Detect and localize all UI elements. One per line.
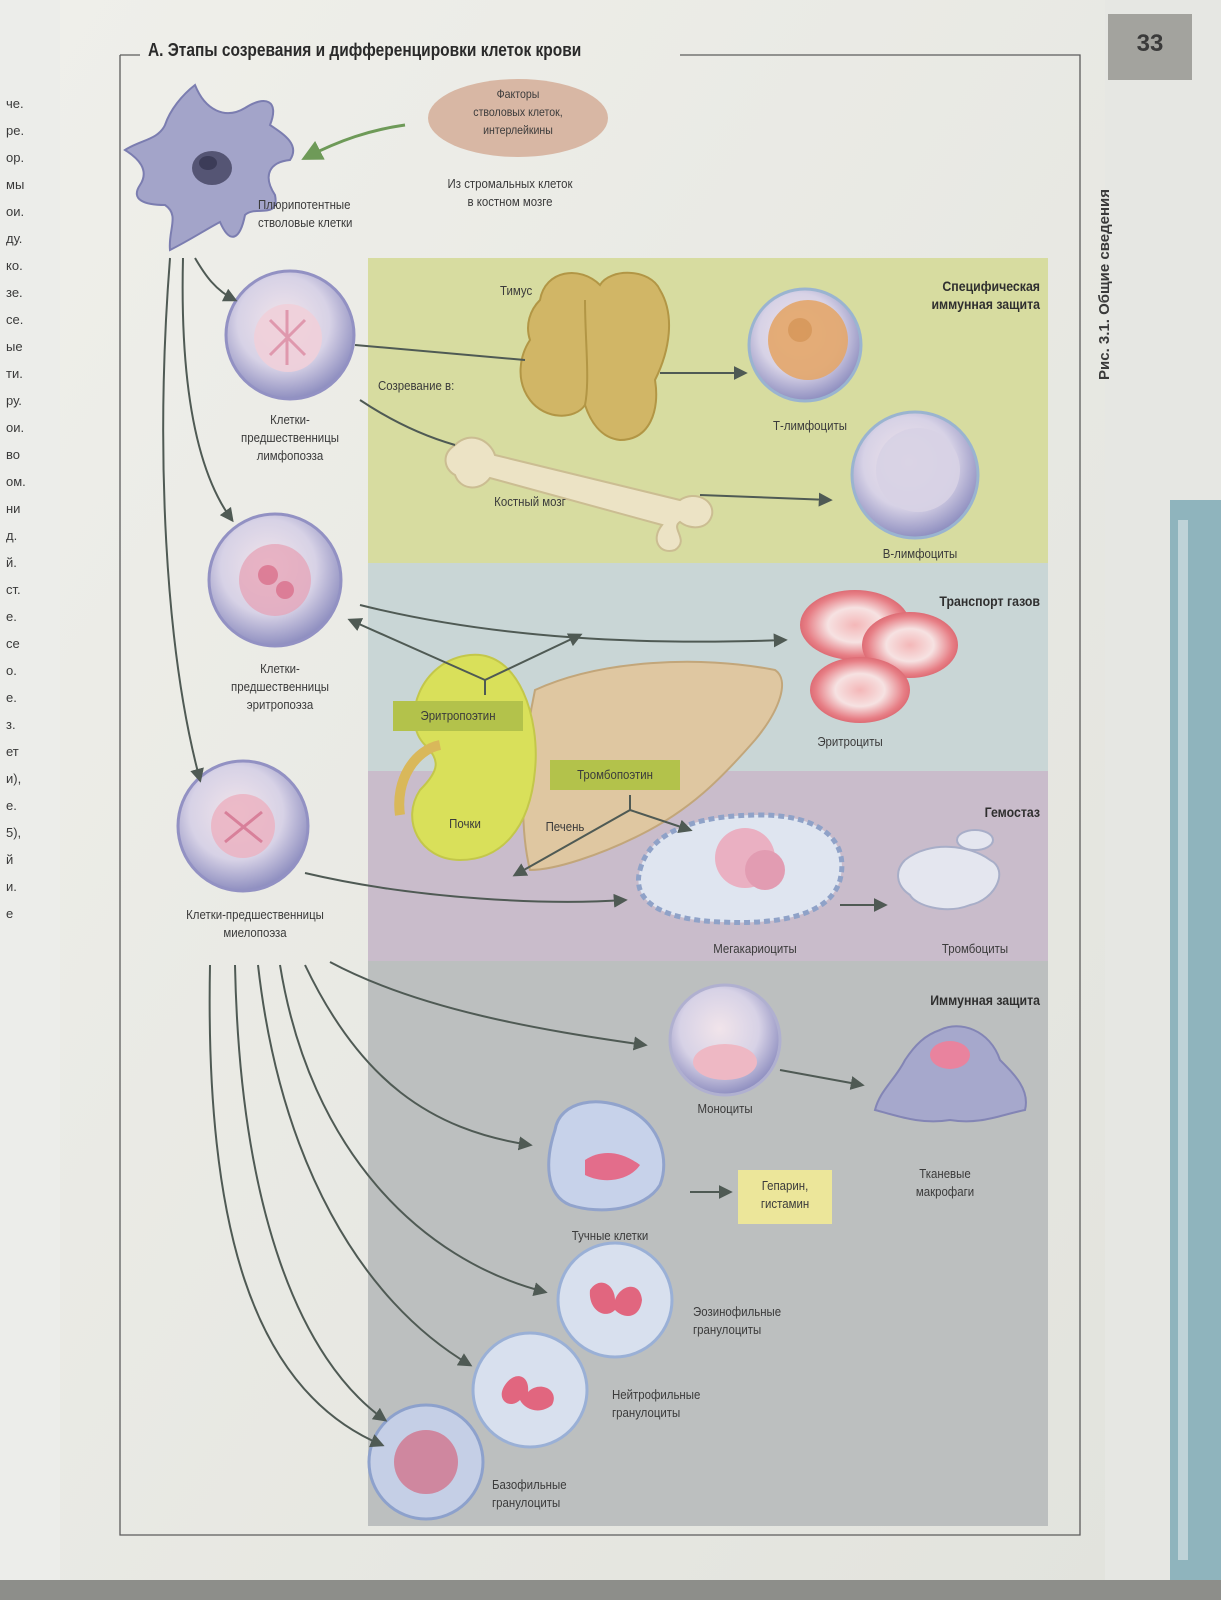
factors-oval [428, 79, 608, 157]
margin-fragment: е. [6, 609, 17, 624]
t-lymphocyte-cell [747, 287, 863, 403]
factors-label: Факторы стволовых клеток, интерлейкины [473, 87, 563, 137]
erythrocytes-label: Эритроциты [817, 734, 883, 749]
stromal-source-label: Из стромальных клеток в костном мозге [447, 176, 573, 209]
erythropoietin-label: Эритропоэтин [420, 708, 496, 723]
margin-fragment: зе. [6, 285, 23, 300]
kidneys-label: Почки [449, 816, 481, 831]
erythrocytes-cells [800, 590, 958, 723]
thrombocytes [897, 829, 1001, 911]
margin-fragment: ом. [6, 474, 26, 489]
margin-fragment: мы [6, 177, 25, 192]
margin-fragment: ет [6, 744, 19, 759]
margin-fragment: е. [6, 690, 17, 705]
margin-fragment: й. [6, 555, 17, 570]
margin-fragment: ые [6, 339, 23, 354]
margin-fragment: ре. [6, 123, 25, 138]
section-gas-transport: Транспорт газов [939, 593, 1040, 609]
margin-fragment: ст. [6, 582, 21, 597]
heparin-label: Гепарин, гистамин [760, 1178, 810, 1211]
neutrophils-label: Нейтрофильные гранулоциты [612, 1387, 701, 1420]
monocytes-label: Моноциты [697, 1101, 753, 1116]
maturation-label: Созревание в: [378, 378, 455, 393]
eosinophil-cell [556, 1241, 674, 1359]
page-number: 33 [1108, 14, 1192, 80]
margin-fragment: се [6, 636, 20, 651]
margin-fragment: ти. [6, 366, 23, 381]
section-immune-defense: Иммунная защита [930, 992, 1040, 1008]
pluripotent-label: Плюрипотентные стволовые клетки [258, 197, 353, 230]
erythropoiesis-precursor-cell [207, 512, 343, 648]
margin-fragment: 5), [6, 825, 22, 840]
left-margin-paper [0, 0, 60, 1600]
monocyte-cell [668, 983, 782, 1097]
margin-fragment: ои. [6, 204, 25, 219]
margin-fragment: е. [6, 798, 17, 813]
bone [444, 436, 714, 552]
figure-caption-side: Рис. 3.1. Общие сведения [1096, 188, 1113, 380]
thrombocytes-label: Тромбоциты [941, 941, 1009, 956]
stem-cell [123, 83, 295, 252]
erythropoietin-box [393, 701, 523, 731]
section-hemostasis: Гемостаз [984, 804, 1040, 820]
macrophage-cell [873, 1025, 1027, 1123]
margin-fragment: ор. [6, 150, 25, 165]
thrombopoietin-box [550, 760, 680, 790]
margin-fragment: во [6, 447, 20, 462]
lymphopoiesis-precursor-cell [224, 269, 356, 401]
basophil-cell [367, 1403, 485, 1521]
b-lymphocyte-cell [850, 410, 980, 540]
basophils-label: Базофильные гранулоциты [492, 1477, 567, 1510]
margin-fragment: се. [6, 312, 24, 327]
myelopoiesis-precursor-cell [176, 759, 310, 893]
thrombopoietin-label: Тромбопоэтин [577, 767, 653, 782]
b-lymphocytes-label: В-лимфоциты [882, 546, 958, 561]
mast-cell [547, 1100, 666, 1212]
erythropoiesis-precursor-label: Клетки- предшественницы эритропоэза [231, 661, 329, 712]
t-lymphocytes-label: Т-лимфоциты [773, 418, 847, 433]
heparin-box [738, 1170, 832, 1224]
eosinophils-label: Эозинофильные гранулоциты [693, 1304, 782, 1337]
margin-fragment: и. [6, 879, 17, 894]
margin-fragment: ни [6, 501, 21, 516]
arrows [162, 257, 888, 1448]
margin-fragment: и), [6, 771, 22, 786]
thymus-label: Тимус [500, 283, 533, 298]
margin-fragment: ко. [6, 258, 23, 273]
margin-fragment: ду. [6, 231, 23, 246]
megakaryocytes-label: Мегакариоциты [713, 941, 797, 956]
liver-label: Печень [545, 819, 585, 834]
margin-fragment: е [6, 906, 14, 921]
margin-fragment: че. [6, 96, 24, 111]
margin-fragment: з. [6, 717, 16, 732]
margin-fragment: о. [6, 663, 17, 678]
margin-fragment: ои. [6, 420, 25, 435]
figure-frame [119, 54, 1081, 1536]
margin-fragment: д. [6, 528, 18, 543]
macrophages-label: Тканевые макрофаги [915, 1166, 975, 1199]
bone-marrow-label: Костный мозг [494, 494, 566, 509]
thymus [519, 271, 671, 442]
margin-fragment: й [6, 852, 14, 867]
lymphopoiesis-precursor-label: Клетки- предшественницы лимфопоэза [241, 412, 339, 463]
megakaryocyte-cell [636, 812, 845, 925]
factor-arrow [301, 123, 406, 160]
left-page-fragments: че. ре. ор. мы ои. ду. ко. зе. се. ые ти. ру. ои. во о… [0, 90, 60, 927]
page-edge [1170, 500, 1221, 1600]
figure-title: А. Этапы созревания и дифференцировки кл… [148, 40, 582, 60]
neutrophil-cell [471, 1331, 589, 1449]
myelopoiesis-precursor-label: Клетки-предшественницы миелопоэза [186, 907, 324, 940]
margin-fragment: ру. [6, 393, 22, 408]
section-specific-immunity: Специфическая иммунная защита [931, 278, 1040, 312]
mast-cells-label: Тучные клетки [571, 1228, 649, 1243]
